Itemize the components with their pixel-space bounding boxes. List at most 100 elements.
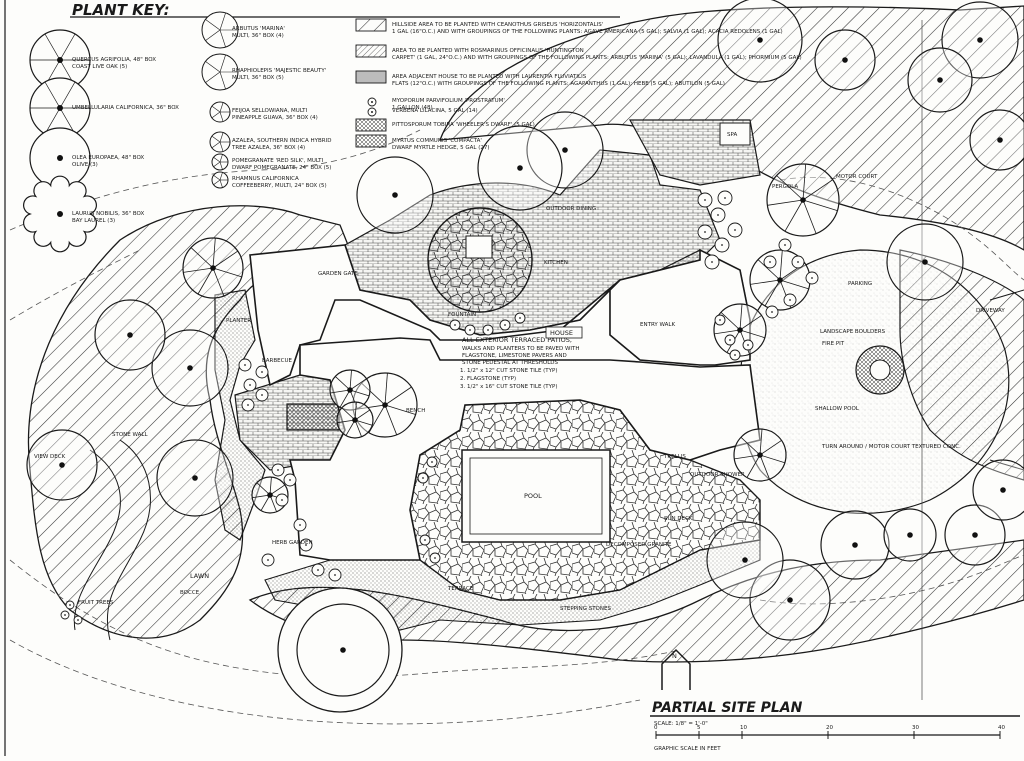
label-kitchen: KITCHEN [544,260,568,266]
label-decomposed-granite: DECOMPOSED GRANITE [606,542,672,548]
graphic-scale-note: GRAPHIC SCALE IN FEET [654,746,721,752]
tree-symbol [907,47,973,113]
west-lawn-path-2 [106,439,151,641]
legend-shrub-symbol [209,131,231,153]
note-line-4: STONE PEDESTAL AT THRESHOLDS [462,360,559,366]
shrub-symbol [710,207,726,223]
legend-area-swatch [355,118,387,132]
legend-tree-symbol [23,175,97,253]
tree-symbol [151,329,229,407]
fountain [465,235,493,259]
tile-spec-3: 3. 1/2" x 16" CUT STONE TILE (TYP) [460,384,558,390]
tree-canopies [26,0,1024,697]
legend-right-label: HILLSIDE AREA TO BE PLANTED WITH CEANOTH… [392,22,603,28]
legend-right-label: AREA TO BE PLANTED WITH ROSMARINUS OFFIC… [392,48,584,54]
shrub-symbol [238,358,252,372]
shrub-symbol [717,190,733,206]
label-lawn: LAWN [190,572,209,580]
shrub-groups [60,190,819,625]
shrub-symbol [499,319,511,331]
label-driveway: DRIVEWAY [976,308,1005,314]
shrub-symbol [73,615,83,625]
plant-key-title: PLANT KEY: [72,1,170,19]
spa [719,122,751,146]
legend-left-label: UMBELLULARIA CALIFORNICA, 36" BOX [72,105,179,111]
label-barbecue: BARBECUE [262,358,292,364]
shrub-symbol [299,538,313,552]
tile-spec-2: 2. FLAGSTONE (TYP) [460,376,516,382]
legend-right-label: VERBENA LILACINA, 5 GAL (14) [392,108,478,114]
tree-symbol [356,156,434,234]
shrub-symbol [765,305,779,319]
shrub-symbol [727,222,743,238]
shrub-symbol [60,610,70,620]
house-tag: HOUSE [550,329,573,337]
driveway-edge [989,289,1024,471]
legend-right-label: AREA ADJACENT HOUSE TO BE PLANTED WITH L… [392,74,587,80]
shrub-symbol [429,552,441,564]
tree-symbol [969,109,1024,171]
legend-mid-sub: MULTI, 36" BOX (5) [232,75,284,81]
west-lawn-path [73,449,121,631]
label-bench: BENCH [406,408,425,414]
legend-left-sub: BAY LAUREL (3) [72,218,115,224]
legend-area-swatch [355,18,387,32]
legend-right-label: MYRTUS COMMUNIS 'COMPACTA' [392,138,482,144]
legend-left-label: LAURUS NOBILIS, 36" BOX [72,211,145,217]
north-label: N [672,652,677,660]
legend-area-swatch [355,70,387,84]
label-garden-gate: GARDEN GATE [318,271,358,277]
legend-mid-sub: TREE AZALEA, 36" BOX (4) [231,145,305,151]
tree-symbol [717,0,803,83]
legend-tree-symbol [29,77,91,139]
shrub-symbol [763,255,777,269]
tree-symbol [156,439,234,517]
tree-symbol [820,510,890,580]
label-herb-garden: HERB GARDEN [272,540,313,546]
shrub-symbol [417,472,429,484]
label-spa: SPA [727,132,737,138]
label-shower: OUTDOOR SHOWER [690,472,745,478]
shrub-symbol [791,255,805,269]
label-view-deck: VIEW DECK [34,454,66,460]
house-main-block [288,337,761,561]
legend-left-sub: COAST LIVE OAK (5) [72,64,127,70]
tree-symbol [941,1,1019,79]
shrub-symbol [275,493,289,507]
barbecue-counter [286,403,340,431]
shrub-symbol [714,237,730,253]
tree-symbol [336,401,374,439]
scale-note: SCALE: 1/8" = 1'-0" [654,721,708,727]
legend-mid-sub: COFFEEBERRY, MULTI, 24" BOX (5) [232,183,327,189]
shrub-symbol [65,600,75,610]
legend-shrub-symbol [201,53,239,91]
tree-symbol [477,125,563,211]
shrub-symbol [697,224,713,240]
shrub-symbol [241,398,255,412]
shrub-symbol [464,324,476,336]
label-boulders: LANDSCAPE BOULDERS [820,329,886,335]
scale-tick-label: 5 [697,725,701,731]
shrub-symbol [704,254,720,270]
legend-right-sub: CARPET' (1 GAL, 24"O.C.) AND WITH GROUPI… [392,55,802,61]
label-bocce: BOCCE [180,590,200,596]
legend-right-sub: DWARF MYRTLE HEDGE, 5 GAL (27) [392,145,490,151]
shrub-symbol [255,365,269,379]
legend-mid-label: ARBUTUS 'MARINA' [232,26,285,32]
note-line-2: WALKS AND PLANTERS TO BE PAVED WITH [462,346,580,352]
plan-title: PARTIAL SITE PLAN [652,700,803,716]
shrub-symbol [426,456,438,468]
hillside-zone-west [27,205,351,639]
label-stepping-stones: STEPPING STONES [560,606,611,612]
label-motor-court: TURN AROUND / MOTOR COURT TEXTURED CONC. [821,444,961,450]
legend-shrub-symbol [211,171,229,189]
legend-shrub-symbol [201,11,239,49]
north-arrow: N [661,648,691,690]
motor-court [739,20,1024,700]
shrub-symbol [724,334,736,346]
shrub-symbol [482,324,494,336]
legend-area-swatch [355,44,387,58]
